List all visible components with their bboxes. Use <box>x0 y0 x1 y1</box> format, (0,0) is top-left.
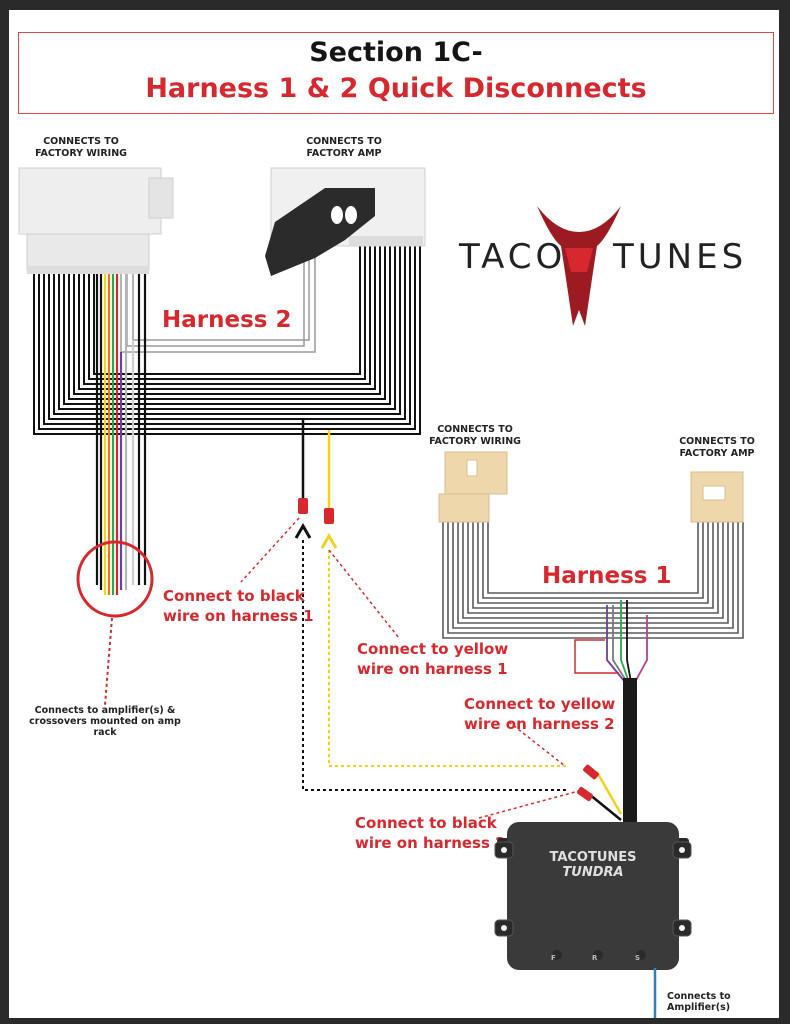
h2-crimp-connectors <box>294 498 338 549</box>
h1-right-connector <box>690 471 744 523</box>
section-subtitle: Harness 1 & 2 Quick Disconnects <box>145 73 647 104</box>
h2-black-wire-bundle <box>33 242 421 435</box>
h1-right-connector-label-2: FACTORY AMP <box>679 448 754 459</box>
port-r: R <box>592 954 598 962</box>
black-h2-text-2: wire on harness 2 <box>355 834 506 852</box>
yellow-h1-text-2: wire on harness 1 <box>357 660 508 678</box>
h1-main-cable <box>623 678 637 826</box>
section-title: Section 1C- <box>309 37 483 68</box>
amp-note-line-2: crossovers mounted on amp <box>29 716 181 727</box>
h2-right-connector-label-2: FACTORY AMP <box>306 148 381 159</box>
logo-text-right: TUNES <box>612 237 747 277</box>
title-box: Section 1C- Harness 1 & 2 Quick Disconne… <box>18 32 774 114</box>
yellow-h2-text-2: wire on harness 2 <box>464 715 615 733</box>
h2-right-connector-label-1: CONNECTS TO <box>306 136 382 147</box>
h2-right-connector <box>265 167 426 276</box>
amp-wires-leader <box>104 617 113 706</box>
black-h1-text-1: Connect to black <box>163 587 306 605</box>
harness-2-label: Harness 2 <box>162 307 291 333</box>
h2-left-connector-label-1: CONNECTS TO <box>43 136 119 147</box>
module-brand: TACOTUNES <box>549 850 636 865</box>
amp-note-line-3: rack <box>93 727 117 738</box>
h1-tap-bracket <box>574 639 619 674</box>
h2-left-connector <box>18 167 174 274</box>
port-f: F <box>551 954 556 962</box>
output-note-line-2: Amplifier(s) <box>667 1002 730 1013</box>
port-s: S <box>635 954 640 962</box>
amp-note-line-1: Connects to amplifier(s) & <box>35 705 176 716</box>
black-h2-leader <box>478 791 576 819</box>
black-h1-text-2: wire on harness 1 <box>163 607 314 625</box>
h1-tap-wires <box>606 600 648 683</box>
yellow-h1-leader <box>328 549 400 639</box>
black-h2-text-1: Connect to black <box>355 814 498 832</box>
logo-text-left: TACO <box>458 237 566 277</box>
h1-left-connector <box>438 451 508 523</box>
h1-right-connector-label-1: CONNECTS TO <box>679 436 755 447</box>
harness-1-label: Harness 1 <box>542 563 671 589</box>
wiring-diagram: CONNECTS TO FACTORY WIRING CONNECTS TO F… <box>18 136 755 1018</box>
h1-left-connector-label-1: CONNECTS TO <box>437 424 513 435</box>
module-model: TUNDRA <box>562 865 623 880</box>
yellow-dashed-route <box>328 550 569 767</box>
h1-wire-bundle <box>442 522 744 639</box>
black-h1-leader <box>240 517 300 583</box>
module-crimp-connectors <box>576 764 623 821</box>
yellow-h2-text-1: Connect to yellow <box>464 695 615 713</box>
diagram-page: Section 1C- Harness 1 & 2 Quick Disconne… <box>9 10 779 1018</box>
tacotunes-module: TACOTUNES TUNDRA F R S <box>494 822 692 970</box>
h2-pigtails <box>301 420 331 510</box>
tacotunes-logo: TACO TUNES <box>458 206 747 326</box>
yellow-h1-text-1: Connect to yellow <box>357 640 508 658</box>
h1-left-connector-label-2: FACTORY WIRING <box>429 436 521 447</box>
h2-colored-wires <box>95 272 147 595</box>
h2-left-connector-label-2: FACTORY WIRING <box>35 148 127 159</box>
amp-wires-circle <box>76 540 154 618</box>
black-dashed-route <box>302 540 569 791</box>
output-note-line-1: Connects to <box>667 991 731 1002</box>
